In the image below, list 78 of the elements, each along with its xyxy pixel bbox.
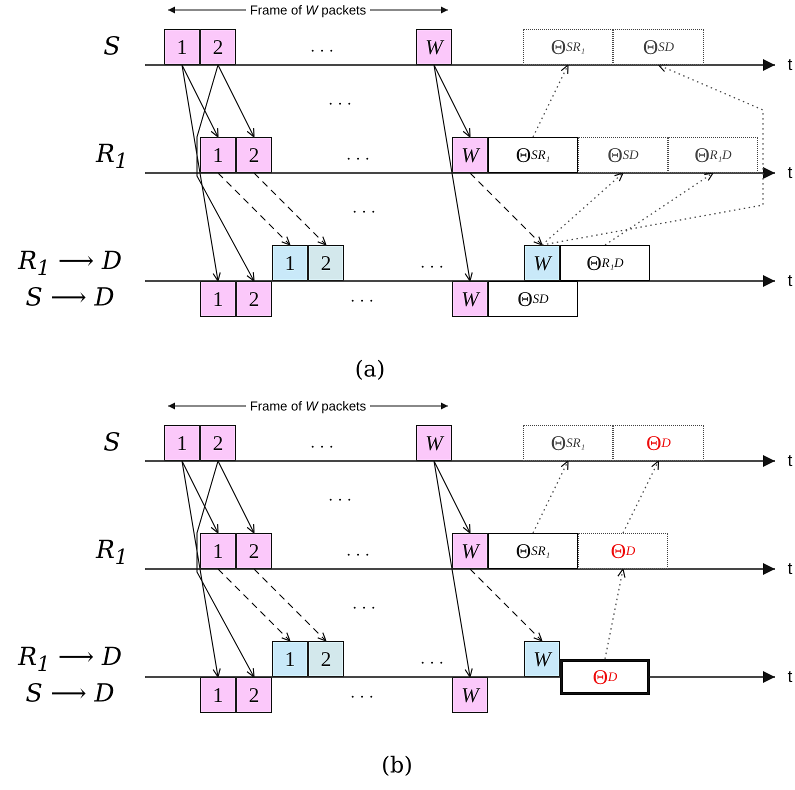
packet-box: 2	[308, 641, 344, 677]
dashed-arrow	[254, 568, 327, 642]
ellipsis: · · ·	[328, 96, 352, 114]
axis-label: t	[788, 559, 792, 579]
arrow	[218, 460, 255, 534]
arrow	[181, 460, 221, 678]
packet-box: 1	[164, 29, 200, 65]
packet-box: 2	[236, 677, 272, 713]
packet-box: W	[452, 281, 488, 317]
packet-box: 2	[308, 245, 344, 281]
arrow	[196, 64, 255, 282]
packet-box: W	[416, 29, 452, 65]
dotted-arrow	[542, 172, 624, 246]
dashed-arrow	[470, 172, 543, 246]
dashed-arrow	[254, 172, 327, 246]
packet-box: W	[524, 641, 560, 677]
row-label: R$_{1}$	[96, 139, 128, 173]
packet-box: 1	[164, 425, 200, 461]
packet-box: 2	[200, 425, 236, 461]
dotted-arrow	[532, 64, 569, 138]
arrow	[433, 64, 473, 282]
arrow	[181, 64, 221, 282]
packet-box: 1	[200, 677, 236, 713]
row-label: R$_{1}$	[96, 535, 128, 569]
dotted-arrow	[622, 460, 660, 534]
axis-label: t	[788, 451, 792, 471]
frame-label: Frame of W packets	[248, 2, 368, 18]
packet-box: W	[452, 137, 488, 173]
ellipsis: · · ·	[352, 204, 376, 222]
ellipsis: · · ·	[350, 293, 374, 311]
arrow	[182, 64, 219, 138]
ellipsis: · · ·	[420, 259, 444, 277]
arrow	[434, 460, 471, 534]
dashed-arrow	[470, 568, 543, 642]
ellipsis: · · ·	[310, 439, 334, 457]
axis-label: t	[788, 163, 792, 183]
dotted-arrow	[532, 460, 569, 534]
dashed-arrow	[218, 568, 291, 642]
ellipsis: · · ·	[328, 492, 352, 510]
arrow	[196, 460, 255, 678]
ellipsis: · · ·	[352, 600, 376, 618]
packet-box: 1	[200, 533, 236, 569]
row-label: R$_{1}$ ⟶ D	[18, 642, 122, 676]
packet-box: 1	[200, 281, 236, 317]
arrow	[433, 460, 473, 678]
axis-label: t	[788, 271, 792, 291]
row-label: S	[103, 428, 121, 456]
packet-box: W	[416, 425, 452, 461]
packet-box: 2	[200, 29, 236, 65]
dashed-arrow	[218, 172, 291, 246]
row-label: R$_{1}$ ⟶ D	[18, 246, 122, 280]
arrow	[182, 460, 219, 534]
ellipsis: · · ·	[346, 547, 370, 565]
packet-box: W	[452, 677, 488, 713]
packet-box: W	[524, 245, 560, 281]
packet-box: 1	[272, 245, 308, 281]
arrow	[218, 64, 255, 138]
axis-label: t	[788, 667, 792, 687]
packet-box: 2	[236, 281, 272, 317]
packet-box: 1	[272, 641, 308, 677]
frame-label: Frame of W packets	[248, 398, 368, 414]
packet-box: 2	[236, 533, 272, 569]
ellipsis: · · ·	[346, 151, 370, 169]
ellipsis: · · ·	[350, 689, 374, 707]
dotted-arrow	[604, 568, 626, 660]
ellipsis: · · ·	[310, 43, 334, 61]
panel-caption: (a)	[354, 358, 386, 382]
ellipsis: · · ·	[420, 655, 444, 673]
packet-box: 1	[200, 137, 236, 173]
packet-box: 2	[236, 137, 272, 173]
dotted-arrow	[604, 172, 714, 246]
row-label: S ⟶ D	[26, 282, 114, 312]
panel-caption: (b)	[381, 754, 413, 778]
axis-label: t	[788, 55, 792, 75]
packet-box: W	[452, 533, 488, 569]
arrow	[434, 64, 471, 138]
row-label: S	[103, 32, 121, 60]
row-label: S ⟶ D	[26, 678, 114, 708]
